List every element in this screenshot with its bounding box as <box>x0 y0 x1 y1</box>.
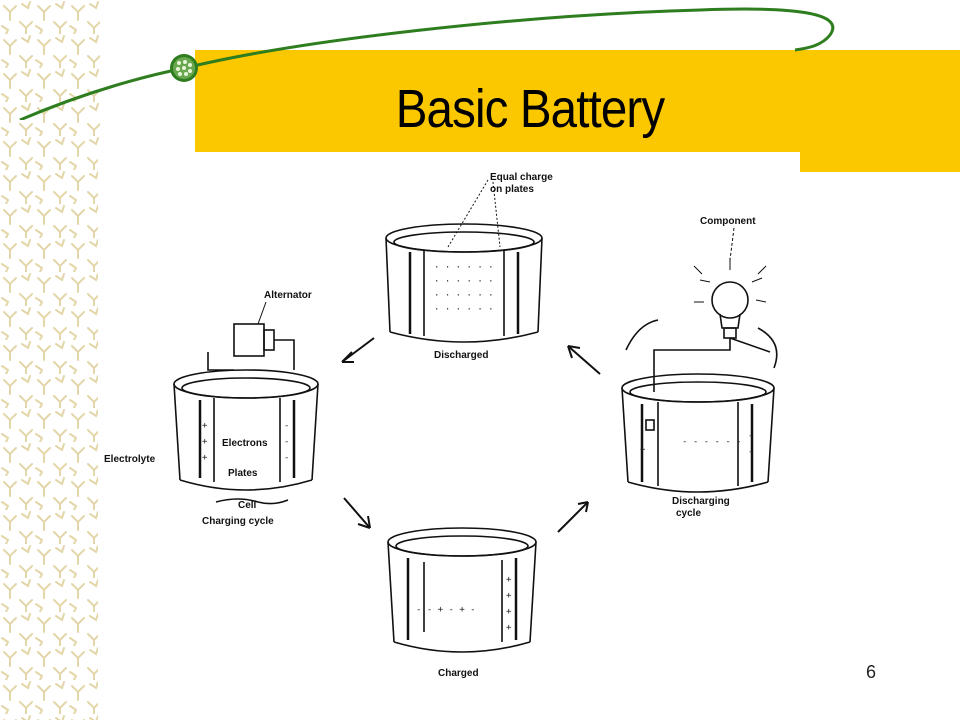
svg-text:· · · · · ·: · · · · · · <box>434 305 494 315</box>
svg-text:+: + <box>202 437 208 447</box>
svg-text:· · · · · ·: · · · · · · <box>434 291 494 301</box>
diagram-labels: Equal charge on plates Discharged Compon… <box>104 172 756 679</box>
svg-text:+: + <box>506 623 512 633</box>
svg-text:+: + <box>202 421 208 431</box>
svg-text:-: - <box>284 453 289 463</box>
charging-cycle-label: Charging cycle <box>202 516 274 527</box>
svg-text:-: - <box>748 431 753 441</box>
svg-text:+: + <box>202 453 208 463</box>
discharging-cycle-label: Discharging <box>672 496 730 507</box>
discharging-cycle-label-2: cycle <box>676 508 701 519</box>
diagram-panel: · · · · · · · · · · · · · · · · · · · · … <box>98 152 800 720</box>
svg-text:- - + - + -: - - + - + - <box>416 605 476 615</box>
svg-text:-: - <box>748 447 753 457</box>
title-band <box>195 50 960 172</box>
charged-cell <box>387 527 537 653</box>
cycle-arrows <box>341 337 601 533</box>
cell-label: Cell <box>238 500 257 511</box>
svg-text:+: + <box>506 607 512 617</box>
battery-cycle-diagram: · · · · · · · · · · · · · · · · · · · · … <box>104 172 778 679</box>
electrolyte-label: Electrolyte <box>104 454 156 465</box>
alternator-icon <box>207 323 295 371</box>
page-number: 6 <box>866 662 877 682</box>
discharged-label: Discharged <box>434 350 488 361</box>
equal-charge-label-2: on plates <box>490 184 534 195</box>
discharging-cell <box>621 373 775 493</box>
side-decorative-pattern <box>0 0 100 720</box>
svg-text:+: + <box>506 591 512 601</box>
alternator-label: Alternator <box>264 290 312 301</box>
svg-text:- - - - - -: - - - - - - <box>682 437 742 447</box>
charge-marks: · · · · · · · · · · · · · · · · · · · · … <box>202 263 753 633</box>
svg-text:+: + <box>506 575 512 585</box>
charging-cell <box>173 369 319 505</box>
svg-text:· · · · · ·: · · · · · · <box>434 263 494 273</box>
discharged-cell <box>385 223 543 343</box>
svg-text:· · · · · ·: · · · · · · <box>434 277 494 287</box>
component-label: Component <box>700 216 756 227</box>
svg-text:-: - <box>284 437 289 447</box>
svg-text:+: + <box>640 445 646 455</box>
node-icon <box>170 54 198 82</box>
electrons-label: Electrons <box>222 438 268 449</box>
slide-title: Basic Battery <box>395 79 665 139</box>
charged-label: Charged <box>438 668 479 679</box>
plates-label: Plates <box>228 468 258 479</box>
equal-charge-label: Equal charge <box>490 172 553 183</box>
light-bulb-icon <box>653 258 771 392</box>
svg-text:-: - <box>284 421 289 431</box>
swoosh-decoration <box>19 7 835 120</box>
